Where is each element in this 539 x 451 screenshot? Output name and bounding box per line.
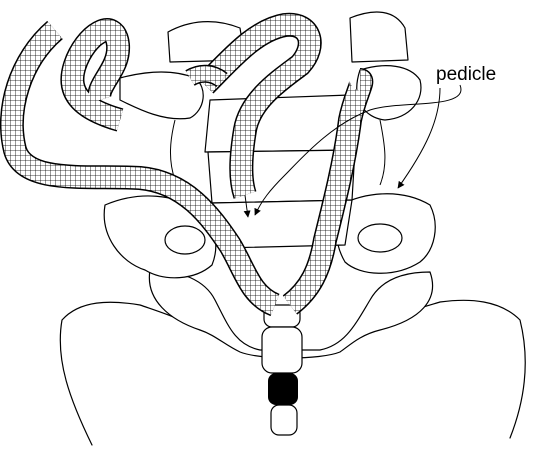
left-iliac-wing (59, 301, 201, 446)
pedicle-arrow-left-2 (243, 194, 251, 218)
rod-main-left-fill (1, 22, 280, 315)
coccyx-segment-1 (261, 326, 303, 374)
left-foramen (164, 225, 206, 255)
left-lateral-mass (103, 195, 217, 279)
pedicle-label: pedicle (436, 64, 496, 85)
pedicle-arrow-left (254, 84, 462, 216)
rod-main-right-fill (283, 69, 372, 314)
upper-left-facet (119, 71, 204, 120)
right-foramen (357, 223, 403, 253)
pedicle-arrow-right (397, 87, 441, 189)
coccyx-segment-dark (268, 373, 298, 405)
rod-connector-fill (186, 66, 227, 87)
coccyx-tip (270, 404, 298, 436)
spinous-process-upper-right (349, 11, 409, 63)
vertebral-body-upper (204, 94, 356, 153)
sacrum (148, 269, 434, 359)
rod-top-loop-fill (197, 14, 321, 199)
rod-loop-left-fill (61, 19, 129, 131)
